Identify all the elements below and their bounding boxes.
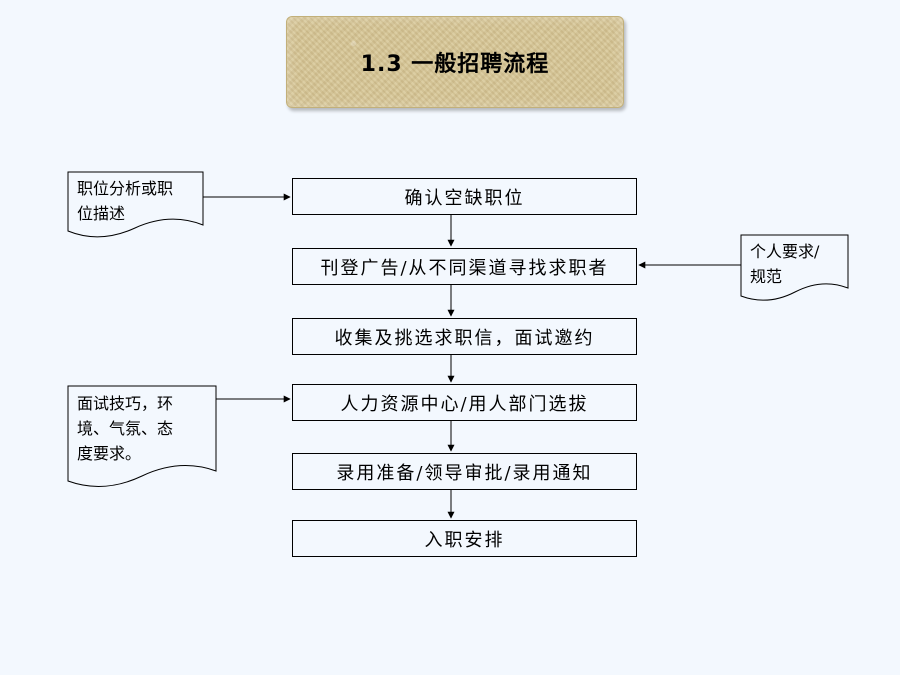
note-personal-requirements-line-2: 规范 <box>750 267 783 286</box>
note-job-analysis: 职位分析或职 位描述 <box>77 176 173 226</box>
flow-step-4: 人力资源中心/用人部门选拔 <box>292 384 637 421</box>
note-job-analysis-line-2: 位描述 <box>77 204 126 223</box>
note-interview-skills-line-2: 境、气氛、态 <box>77 419 174 438</box>
flow-step-2: 刊登广告/从不同渠道寻找求职者 <box>292 248 637 285</box>
flow-step-1: 确认空缺职位 <box>292 178 637 215</box>
flow-step-3: 收集及挑选求职信，面试邀约 <box>292 318 637 355</box>
note-personal-requirements-line-1: 个人要求/ <box>750 242 820 261</box>
note-interview-skills: 面试技巧，环 境、气氛、态 度要求。 <box>77 391 173 466</box>
note-interview-skills-line-1: 面试技巧，环 <box>77 394 174 413</box>
note-personal-requirements: 个人要求/ 规范 <box>750 239 819 289</box>
flow-step-5: 录用准备/领导审批/录用通知 <box>292 453 637 490</box>
title-banner: 1.3 一般招聘流程 <box>286 16 624 108</box>
note-job-analysis-line-1: 职位分析或职 <box>77 179 174 198</box>
note-interview-skills-line-3: 度要求。 <box>77 444 142 463</box>
page-title: 1.3 一般招聘流程 <box>360 52 550 77</box>
flow-step-6: 入职安排 <box>292 520 637 557</box>
